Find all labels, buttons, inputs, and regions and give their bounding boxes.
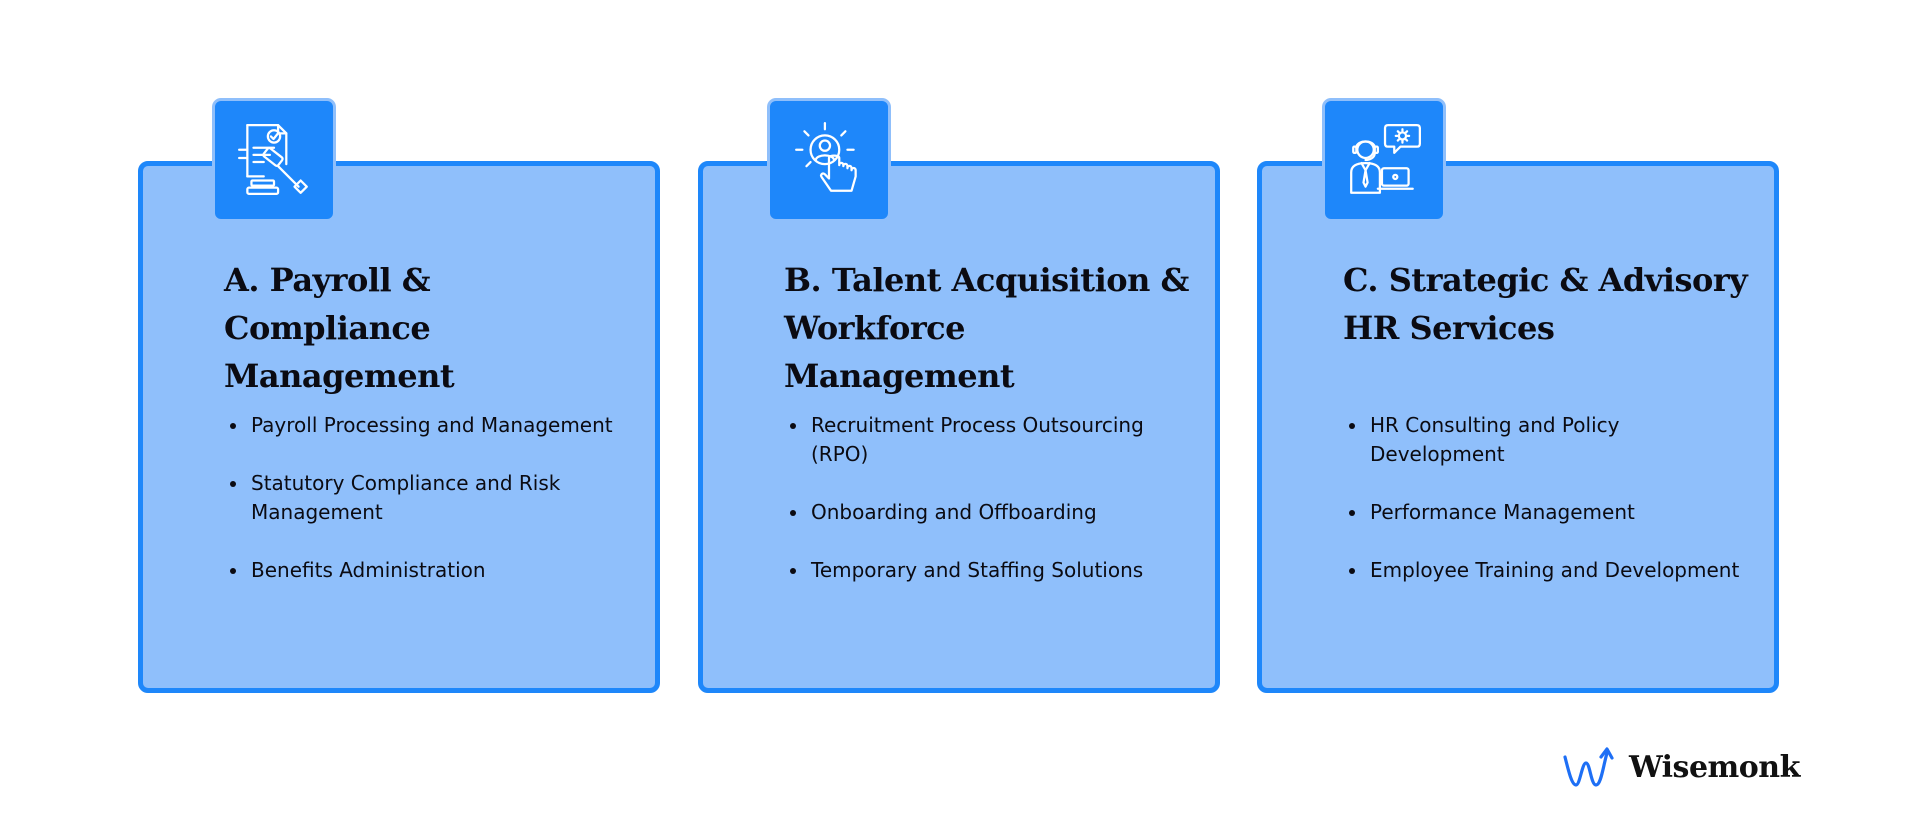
service-list: HR Consulting and Policy Development Per… [1347,411,1747,614]
service-list: Payroll Processing and Management Statut… [228,411,628,614]
talent-hand-pointer-icon [767,98,891,222]
card-title: B. Talent Acquisition & Workforce Manage… [784,261,1189,395]
service-list: Recruitment Process Outsourcing (RPO) On… [788,411,1188,614]
card-title: A. Payroll & Compliance Management [224,261,455,395]
brand-name: Wisemonk [1629,749,1800,785]
brand-logo[interactable]: Wisemonk [1563,745,1800,789]
consultant-laptop-gear-icon [1322,98,1446,222]
list-item: Temporary and Staffing Solutions [788,556,1188,585]
service-card-advisory: C. Strategic & Advisory HR Services HR C… [1257,161,1779,693]
list-item: Performance Management [1347,498,1747,527]
card-title: C. Strategic & Advisory HR Services [1343,261,1748,347]
list-item: Payroll Processing and Management [228,411,628,440]
list-item: Statutory Compliance and Risk Management [228,469,628,527]
list-item: Employee Training and Development [1347,556,1747,585]
wisemonk-logo-icon [1563,747,1614,787]
list-item: Recruitment Process Outsourcing (RPO) [788,411,1188,469]
service-card-payroll: A. Payroll & Compliance Management Payro… [138,161,660,693]
list-item: HR Consulting and Policy Development [1347,411,1747,469]
service-card-talent: B. Talent Acquisition & Workforce Manage… [698,161,1220,693]
legal-document-gavel-icon [212,98,336,222]
list-item: Onboarding and Offboarding [788,498,1188,527]
list-item: Benefits Administration [228,556,628,585]
